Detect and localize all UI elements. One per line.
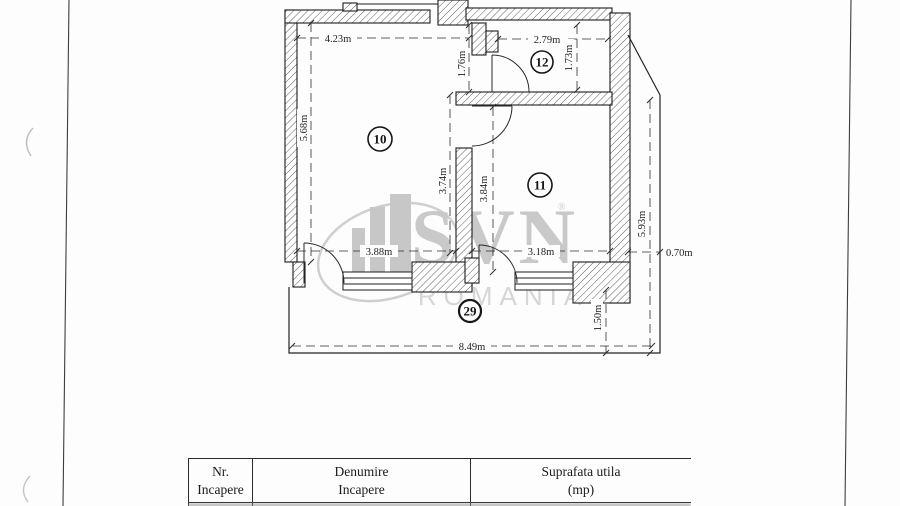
area-table-header-row: Nr. Incapere Denumire Incapere Suprafata…: [188, 458, 691, 503]
door-balcony-room10: [303, 242, 345, 284]
scan-smudge-line: [188, 503, 691, 506]
area-table: Nr. Incapere Denumire Incapere Suprafata…: [188, 458, 691, 506]
dim-label-balcony-depth: 1.50m: [591, 299, 604, 337]
wall-top-left: [284, 9, 431, 24]
svg-text:8.49m: 8.49m: [459, 342, 486, 353]
dim-label-top-left-width: 4.23m: [319, 32, 357, 45]
svg-text:12: 12: [536, 55, 549, 70]
dim-label-side-offset: 0.70m: [666, 248, 693, 259]
svg-text:4.23m: 4.23m: [325, 34, 352, 45]
dimension-labels: 4.23m 2.79m 1.76m 1.73m 5.68m 3.74m 3.84…: [297, 32, 693, 353]
dim-label-room11-width: 3.18m: [522, 245, 560, 258]
header-line: Suprafata utila: [541, 464, 621, 480]
balcony-outline: [288, 34, 661, 354]
svg-text:29: 29: [464, 304, 478, 319]
svg-text:3.18m: 3.18m: [528, 247, 555, 258]
wall-right: [609, 12, 631, 304]
header-line: Incapere: [338, 481, 385, 497]
svg-text:1.76m: 1.76m: [457, 51, 468, 78]
wall-top-notch: [342, 2, 358, 12]
dim-label-right-height: 5.93m: [635, 205, 648, 243]
header-nr-incapere: Nr. Incapere: [188, 458, 253, 503]
wall-top-right: [465, 7, 613, 21]
right-page-edge-line: [844, 0, 852, 506]
svg-text:11: 11: [534, 178, 546, 193]
svg-text:5.68m: 5.68m: [299, 115, 310, 142]
svg-text:3.88m: 3.88m: [366, 247, 393, 258]
window-room11: [514, 271, 574, 291]
scan-artifacts: [22, 0, 852, 506]
door-room12: [491, 54, 530, 93]
header-line: Incapere: [197, 481, 244, 497]
wall-room12-jamb: [471, 22, 487, 56]
wall-room11-door-jamb: [464, 257, 480, 284]
dim-label-hall-depth: 1.76m: [455, 45, 468, 83]
room-badge-10: 10: [367, 126, 393, 152]
smudge-mark: [22, 475, 31, 503]
svg-text:2.79m: 2.79m: [534, 35, 561, 46]
left-page-edge-line: [62, 0, 70, 506]
wall-room12-jamb-step: [485, 30, 499, 53]
room-numbers: 10 11 12 29: [367, 50, 554, 324]
dim-label-top-right-width: 2.79m: [528, 33, 566, 46]
header-line: Nr.: [212, 464, 229, 480]
room-badge-29: 29: [457, 298, 483, 324]
window-room10: [342, 271, 413, 291]
svg-text:3.84m: 3.84m: [479, 176, 490, 203]
dim-label-room11-depth: 3.84m: [477, 170, 490, 208]
windows: [342, 271, 574, 291]
room-badge-11: 11: [527, 172, 553, 198]
smudge-mark: [25, 127, 34, 157]
walls: [284, 0, 631, 304]
svg-text:1.73m: 1.73m: [564, 45, 575, 72]
dim-label-room10-width: 3.88m: [360, 245, 398, 258]
wall-top-entry-block: [437, 0, 469, 26]
wall-hall: [455, 91, 613, 106]
header-denumire-incapere: Denumire Incapere: [252, 458, 471, 503]
header-line: Denumire: [334, 464, 389, 480]
dim-label-room10-depth: 3.74m: [436, 162, 449, 200]
wall-left: [284, 9, 298, 263]
dim-label-total-width: 8.49m: [453, 340, 491, 353]
dimension-lines: [292, 23, 660, 353]
room-badge-12: 12: [530, 50, 554, 74]
svg-text:3.74m: 3.74m: [438, 168, 449, 195]
dim-label-room12-depth: 1.73m: [562, 39, 575, 77]
header-suprafata-utila: Suprafata utila (mp): [470, 458, 691, 503]
svg-text:10: 10: [374, 132, 387, 147]
svg-text:5.93m: 5.93m: [637, 211, 648, 238]
wall-south-pier-middle: [411, 261, 473, 293]
wall-south-pier-right: [572, 261, 631, 304]
dim-label-left-height: 5.68m: [297, 109, 310, 147]
svg-text:1.50m: 1.50m: [593, 305, 604, 332]
registered-trademark-icon: ®: [558, 202, 566, 213]
header-line: (mp): [567, 481, 595, 497]
dimension-ticks: [288, 19, 664, 357]
door-room11: [471, 105, 513, 147]
wall-left-door-jamb: [292, 261, 306, 288]
